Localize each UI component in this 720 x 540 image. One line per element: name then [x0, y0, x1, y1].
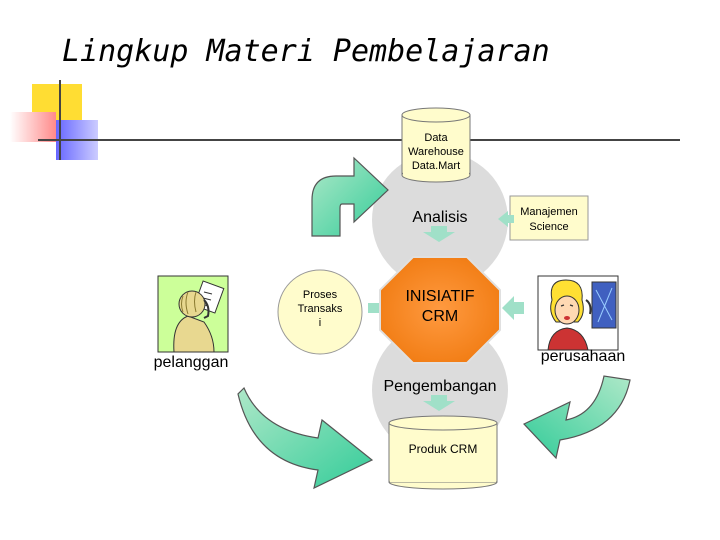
pelanggan-label: pelanggan	[153, 354, 229, 371]
warehouse-line-1: Data	[424, 132, 448, 144]
manajemen-science-label: Manajemen Science	[510, 205, 588, 235]
data-warehouse-label: Data Warehouse Data.Mart	[402, 131, 470, 173]
arrow-down-analisis-icon	[423, 226, 455, 242]
arrow-left-perusahaan-icon	[502, 296, 524, 320]
inisiatif-line-2: CRM	[421, 308, 459, 325]
decor-line-vertical	[59, 80, 61, 160]
curved-arrow-top-left-icon	[311, 156, 389, 237]
proses-transaksi-circle	[277, 269, 363, 355]
warehouse-line-2: Warehouse	[408, 146, 464, 158]
curved-arrow-bottom-left-icon	[237, 386, 374, 490]
arrow-down-pengembangan-icon	[423, 395, 455, 411]
perusahaan-label: perusahaan	[540, 348, 626, 365]
manajemen-science-box	[509, 195, 589, 241]
inisiatif-crm-octagon	[379, 256, 501, 364]
inisiatif-line-1: INISIATIF	[405, 288, 475, 305]
produk-crm-cylinder	[388, 415, 498, 490]
produk-crm-label: Produk CRM	[408, 442, 478, 456]
manajemen-line-2: Science	[529, 221, 569, 233]
proses-line-1: Proses	[302, 289, 338, 301]
decor-square-pink	[10, 112, 56, 142]
arrow-left-manajemen-icon	[498, 211, 514, 227]
inisiatif-crm-label: INISIATIF CRM	[380, 287, 500, 327]
decor-line-horizontal	[38, 139, 680, 141]
page-title: Lingkup Materi Pembelajaran	[62, 34, 550, 69]
warehouse-line-3: Data.Mart	[411, 160, 461, 172]
pengembangan-label: Pengembangan	[383, 378, 497, 395]
curved-arrow-bottom-right-icon	[523, 375, 631, 460]
analisis-label: Analisis	[412, 209, 468, 226]
proses-transaksi-label: Proses Transaks i	[280, 288, 360, 330]
person-on-phone-icon	[157, 275, 229, 353]
proses-line-3: i	[318, 317, 322, 329]
manajemen-line-1: Manajemen	[520, 206, 578, 218]
data-warehouse-cylinder	[401, 107, 471, 183]
woman-at-computer-icon	[537, 275, 619, 351]
proses-line-2: Transaks	[297, 303, 343, 315]
gray-circle-top	[372, 152, 508, 288]
